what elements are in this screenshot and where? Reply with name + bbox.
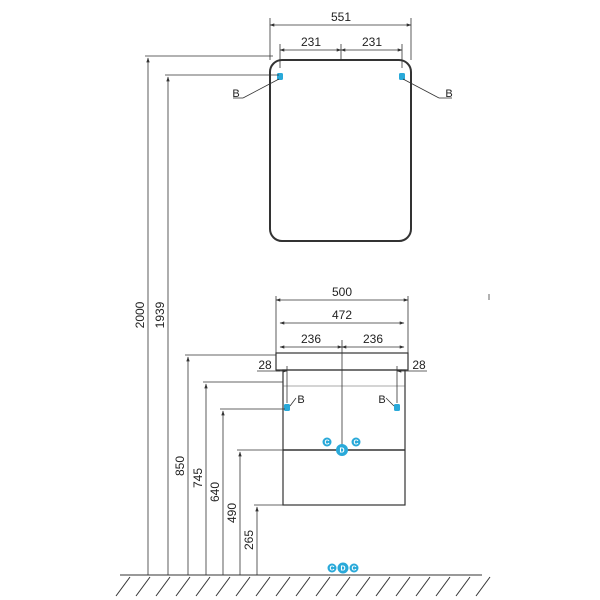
height-label-490: 490 (225, 503, 239, 523)
height-labels: 2000 1939 850 745 640 490 265 (133, 301, 256, 550)
cabinet-connections: C D C (322, 437, 361, 456)
mirror-mount-point-right (399, 73, 405, 80)
cabinet-mount-point-left (284, 404, 290, 411)
height-dimensions (145, 55, 285, 575)
cabinet-mount-label-right: B (378, 394, 385, 406)
height-label-640: 640 (208, 482, 222, 502)
mirror-leader-left (242, 78, 280, 99)
cabinet: 500 472 236 236 28 28 B B C D C (257, 285, 427, 506)
floor-connection-c-left (327, 563, 337, 573)
svg-text:C: C (324, 440, 329, 447)
height-label-850: 850 (173, 456, 187, 476)
mirror-width-label: 551 (331, 10, 351, 24)
mirror-leader-right (402, 78, 440, 99)
cabinet-body (282, 369, 406, 506)
svg-text:C: C (353, 440, 358, 447)
cabinet-connection-c-left (322, 437, 332, 447)
cabinet-mount-label-left: B (297, 394, 304, 406)
height-label-265: 265 (242, 530, 256, 550)
floor-hatch (115, 576, 491, 597)
cabinet-offset-label-right: 28 (412, 358, 426, 372)
height-label-745: 745 (191, 468, 205, 488)
cabinet-connection-c-right (351, 437, 361, 447)
svg-text:D: D (339, 448, 344, 455)
floor-connections: C D C (327, 562, 359, 574)
mirror-half-label-left: 231 (301, 35, 321, 49)
height-label-1939: 1939 (153, 301, 167, 328)
cabinet-offset-label-left: 28 (258, 358, 272, 372)
floor-connection-d (337, 562, 349, 574)
svg-text:C: C (329, 566, 334, 573)
cabinet-inner-width-label: 472 (332, 308, 352, 322)
svg-text:D: D (340, 566, 345, 573)
height-label-2000: 2000 (133, 301, 147, 328)
cabinet-half-label-right: 236 (363, 332, 383, 346)
cabinet-half-label-left: 236 (301, 332, 321, 346)
cabinet-connection-d (336, 444, 348, 456)
mirror-frame (269, 59, 412, 242)
mirror-mount-point-left (277, 73, 283, 80)
mirror-half-label-right: 231 (362, 35, 382, 49)
cabinet-width-label: 500 (332, 285, 352, 299)
cabinet-mount-point-right (394, 404, 400, 411)
mirror-mount-label-left: B (232, 88, 239, 100)
cabinet-leader-right (385, 397, 395, 407)
floor-connection-c-right (349, 563, 359, 573)
mirror: 551 231 231 B B (232, 10, 453, 242)
svg-text:C: C (351, 566, 356, 573)
mirror-mount-label-right: B (445, 88, 452, 100)
cabinet-leader-left (289, 397, 297, 407)
floor (115, 574, 491, 597)
